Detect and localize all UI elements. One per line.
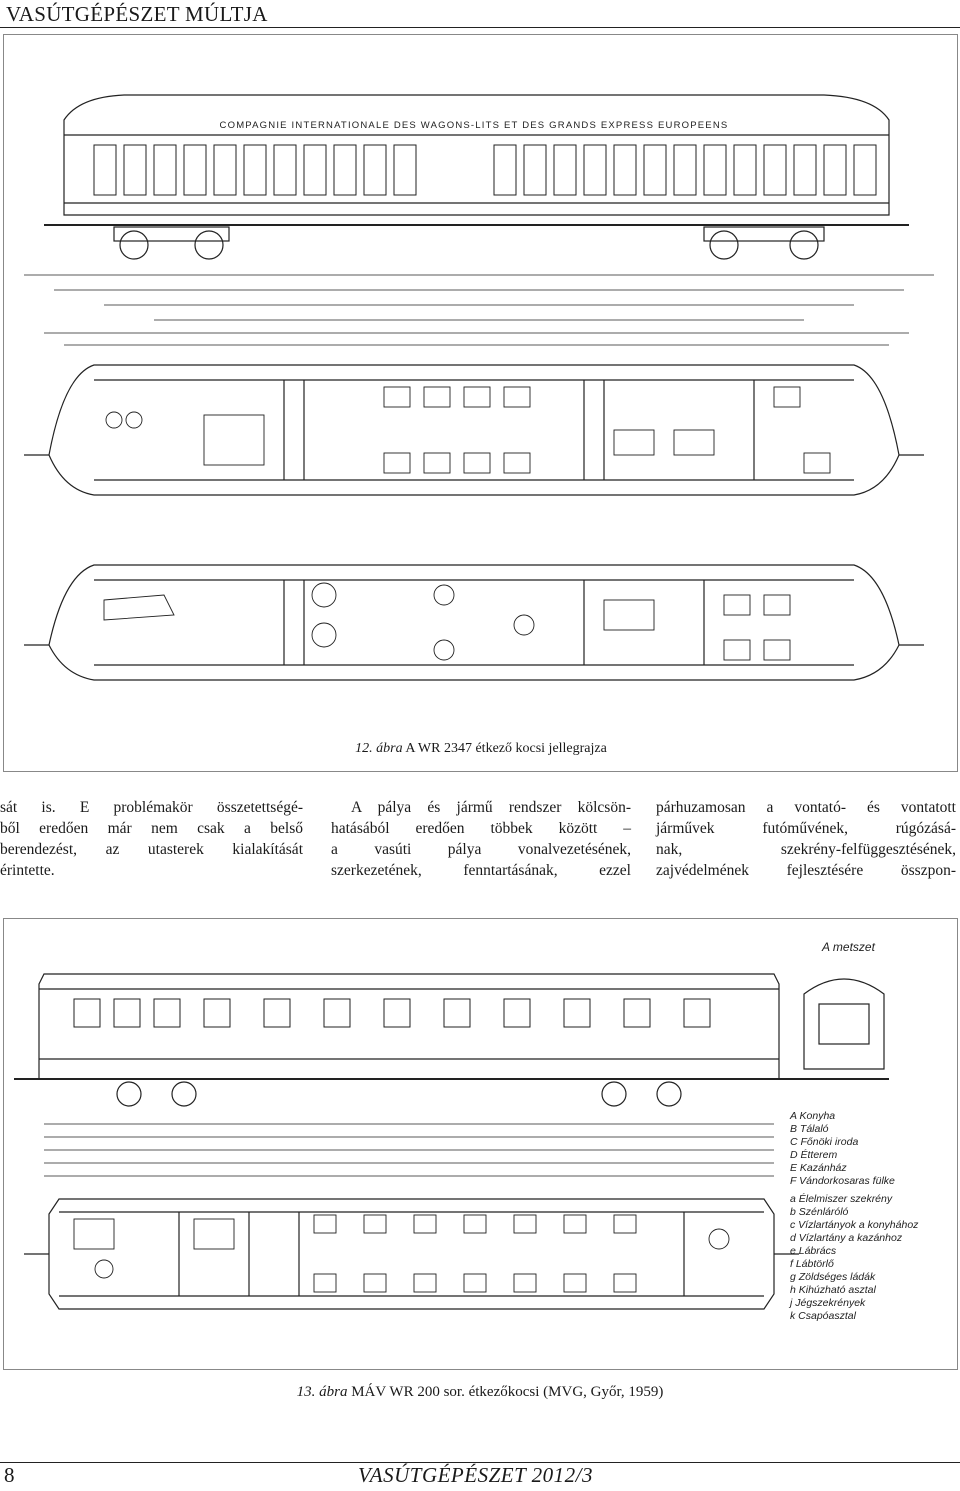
legend-item: B Tálaló: [790, 1123, 829, 1135]
header-rule: [0, 27, 960, 28]
legend-item: k Csapóasztal: [790, 1310, 857, 1322]
col3-line: járművek futóművének, rúgózásá-: [656, 820, 956, 837]
col2-line: A pálya és jármű rendszer kölcsön-: [351, 799, 631, 816]
legend-item: c Vízlartányok a konyhához: [790, 1219, 919, 1231]
figure1-caption-text: A WR 2347 étkező kocsi jellegrajza: [405, 741, 607, 756]
col2-line: a vasúti pálya vonalvezetésének,: [331, 841, 631, 858]
legend-item: b Szénláróló: [790, 1206, 849, 1218]
figure1-caption: 12. ábra A WR 2347 étkező kocsi jellegra…: [331, 741, 631, 757]
col1-line: sát is. E problémakör összetettségé-: [0, 799, 303, 816]
col3-line: nak, szekrény-felfüggesztésének,: [656, 841, 956, 858]
col2-line: szerkezetének, fenntartásának, ezzel: [331, 862, 631, 879]
col1-line: berendezést, az utasterek kialakítását: [0, 841, 303, 858]
legend: A Konyha B Tálaló C Főnöki iroda D Étter…: [788, 1110, 919, 1322]
legend-item: h Kihúzható asztal: [790, 1284, 876, 1296]
section-label: A metszet: [821, 940, 876, 954]
legend-item: f Lábtörlő: [790, 1258, 834, 1270]
figure1-caption-number: 12. ábra: [355, 741, 403, 756]
figure2-caption: 13. ábra MÁV WR 200 sor. étkezőkocsi (MV…: [200, 1384, 760, 1401]
legend-item: j Jégszekrények: [788, 1297, 866, 1309]
figure1-drawing-svg: COMPAGNIE INTERNATIONALE DES WAGONS-LITS…: [24, 94, 934, 681]
col1-line: érintette.: [0, 862, 55, 879]
text-column-1: sát is. E problémakör összetettségé- ből…: [0, 797, 303, 881]
legend-item: g Zöldséges ládák: [790, 1271, 876, 1283]
legend-item: A Konyha: [789, 1110, 835, 1122]
figure2-caption-text: MÁV WR 200 sor. étkezőkocsi (MVG, Győr, …: [351, 1384, 664, 1400]
page-number: 8: [4, 1463, 15, 1487]
footer-rule: [0, 1462, 960, 1463]
text-column-3: párhuzamosan a vontató- és vontatott jár…: [656, 797, 956, 881]
text-column-2: A pálya és jármű rendszer kölcsön- hatás…: [331, 797, 631, 881]
journal-issue-title: VASÚTGÉPÉSZET 2012/3: [358, 1463, 593, 1487]
legend-item: E Kazánház: [790, 1162, 847, 1174]
legend-item: D Étterem: [790, 1148, 838, 1161]
running-header-title: VASÚTGÉPÉSZET MÚLTJA: [6, 2, 268, 26]
drawing-inscription: COMPAGNIE INTERNATIONALE DES WAGONS-LITS…: [220, 120, 729, 131]
col3-line: párhuzamosan a vontató- és vontatott: [656, 799, 956, 816]
figure2-caption-number: 13. ábra: [296, 1384, 348, 1400]
figure-wr2347-drawing: COMPAGNIE INTERNATIONALE DES WAGONS-LITS…: [3, 34, 958, 772]
legend-item: a Élelmiszer szekrény: [790, 1192, 893, 1205]
figure2-drawing-svg: A metszet A Konyha B Tálaló C Főnöki iro…: [14, 940, 919, 1322]
legend-item: C Főnöki iroda: [790, 1136, 858, 1148]
legend-item: F Vándorkosaras fülke: [790, 1175, 895, 1187]
figure-mav-wr200-drawing: A metszet A Konyha B Tálaló C Főnöki iro…: [3, 918, 958, 1370]
legend-item: e Lábrács: [790, 1245, 837, 1257]
col3-line: zajvédelmének fejlesztésére összpon-: [656, 862, 956, 879]
col1-line: ből eredően már nem csak a belső: [0, 820, 303, 837]
col2-line: hatásából eredően többek között –: [331, 820, 631, 837]
legend-item: d Vízlartány a kazánhoz: [790, 1232, 903, 1244]
